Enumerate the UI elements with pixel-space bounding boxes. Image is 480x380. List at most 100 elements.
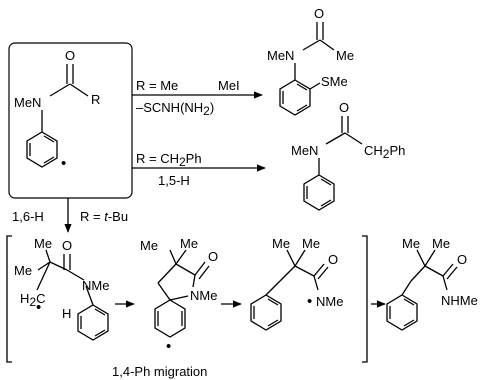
final-me-b-label: Me xyxy=(432,236,450,251)
condition-thiourea: –SCNH(NH2) xyxy=(136,100,214,118)
int3-me-a-label: Me xyxy=(272,236,290,251)
int1-quaternary-me-left-bond xyxy=(37,261,51,271)
benzyl-carbonyl-ch2-bond xyxy=(344,132,363,145)
sme-men-label: MeN xyxy=(267,48,294,63)
benzyl-ch2ph-label: CH2Ph xyxy=(364,143,405,161)
int2-c3-carbonyl-bond xyxy=(175,263,196,276)
int3-me-b-label: Me xyxy=(302,236,320,251)
final-benzene-ring xyxy=(386,294,418,331)
benzyl-benzene-inner-bonds xyxy=(306,178,332,207)
final-me-a-label: Me xyxy=(402,236,420,251)
sme-carbonyl-me-bond xyxy=(319,39,335,51)
benzyl-benzene-ring xyxy=(303,174,335,211)
int1-benzene-ring xyxy=(77,304,109,341)
start-radical-dot: • xyxy=(61,155,66,172)
condition-r-tbu: R = t-Bu xyxy=(80,209,128,224)
int2-c3-me-a-bond xyxy=(169,249,177,265)
sme-o-label: O xyxy=(314,6,324,21)
sme-carbonyl-double-bond xyxy=(316,22,324,40)
int3-carbonyl-n-bond xyxy=(313,275,319,291)
int2-me-a-label: Me xyxy=(140,238,158,253)
int3-quaternary-carbonyl-bond xyxy=(294,265,315,277)
int1-o-label: O xyxy=(62,238,72,253)
final-benzene-inner-bonds xyxy=(389,298,415,327)
final-quaternary-me-b-bond xyxy=(424,249,436,267)
final-quaternary-me-a-bond xyxy=(416,249,426,267)
intermediate-spiro-radical: Me Me O NMe • xyxy=(140,236,218,355)
right-bracket xyxy=(362,235,368,363)
start-o-label: O xyxy=(65,48,75,63)
int2-nme-label: NMe xyxy=(190,288,217,303)
int2-ch2-spiro-bond xyxy=(157,282,171,301)
int1-benzene-inner-bonds xyxy=(80,308,106,337)
int3-radical-dot: • xyxy=(307,293,312,310)
int2-radical-dot: • xyxy=(166,338,171,355)
int2-cyclohexadienyl-ring xyxy=(154,299,186,338)
benzyl-o-label: O xyxy=(339,100,349,115)
condition-r-me: R = Me xyxy=(136,78,178,93)
int2-c3-ch2-bond xyxy=(157,263,177,284)
sme-me-label: Me xyxy=(336,48,354,63)
condition-mei: MeI xyxy=(218,78,240,93)
int3-o-label: O xyxy=(328,252,338,267)
int1-h2c-label: H2C xyxy=(20,291,45,309)
condition-16-shift: 1,6-H xyxy=(12,209,44,224)
starting-radical: MeN O R • xyxy=(8,42,133,199)
condition-r-benzyl: R = CH2Ph xyxy=(136,151,202,169)
final-product: Me Me O NHMe xyxy=(386,236,478,331)
condition-15-shift: 1,5-H xyxy=(158,173,190,188)
int3-carbonyl-double-bond xyxy=(313,263,329,280)
int1-nme-label: NMe xyxy=(82,278,109,293)
sme-n-carbonyl-bond xyxy=(302,39,321,51)
int1-radical-dot: • xyxy=(36,299,41,316)
int3-nme-label: NMe xyxy=(316,294,343,309)
final-nhme-label: NHMe xyxy=(441,293,478,308)
int1-me-top-label: Me xyxy=(34,236,52,251)
benzyl-men-label: MeN xyxy=(291,143,318,158)
int2-c3-me-b-bond xyxy=(175,249,187,265)
sme-sme-label: SMe xyxy=(321,74,348,89)
caption-ph-migration: 1,4-Ph migration xyxy=(112,364,207,379)
final-quaternary-ch2-bond xyxy=(410,265,426,282)
int1-carbonyl-n-bond xyxy=(66,269,85,281)
int2-spiro-n-bond xyxy=(169,295,189,301)
start-carbonyl-double-bond xyxy=(66,64,74,84)
int1-n-aryl-bond xyxy=(85,285,94,306)
int1-carbonyl-double-bond xyxy=(63,254,71,270)
start-r-label: R xyxy=(91,92,100,107)
intermediate-amidyl-radical: Me Me O • NMe xyxy=(250,236,343,331)
start-benzene-inner-bonds xyxy=(29,135,55,164)
int1-quaternary-me-top-bond xyxy=(45,249,51,263)
int2-carbonyl-double-bond xyxy=(194,261,210,280)
intermediate-alkyl-radical: Me Me O NMe H2C • H xyxy=(14,236,109,341)
start-carbonyl-r-bond xyxy=(69,83,89,97)
benzyl-carbonyl-double-bond xyxy=(341,116,349,133)
sme-benzene-ring xyxy=(279,79,311,116)
final-ch2-aryl-bond xyxy=(401,280,412,296)
start-benzene-ring xyxy=(26,131,58,168)
left-bracket xyxy=(6,235,12,363)
sme-benzene-inner-bonds xyxy=(282,83,308,112)
final-carbonyl-n-bond xyxy=(442,275,448,291)
product-sme: O MeN Me SMe xyxy=(267,6,354,116)
int2-o-label: O xyxy=(208,249,218,264)
sme-s-bond xyxy=(309,82,321,90)
int2-carbonyl-n-bond xyxy=(192,274,196,288)
int1-h-label: H xyxy=(62,306,71,321)
int2-me-b-label: Me xyxy=(180,236,198,251)
int3-benzene-ring xyxy=(250,294,282,331)
start-box xyxy=(8,42,133,199)
benzyl-n-carbonyl-bond xyxy=(325,132,346,145)
final-carbonyl-double-bond xyxy=(442,263,458,280)
product-benzyl: O MeN CH2Ph xyxy=(291,100,405,211)
start-n-label: MeN xyxy=(14,95,41,110)
final-quaternary-carbonyl-bond xyxy=(424,265,444,277)
start-n-carbonyl-bond xyxy=(49,83,71,97)
int3-quaternary-me-b-bond xyxy=(294,249,306,267)
int3-quaternary-me-a-bond xyxy=(286,249,296,267)
int3-ch2-aryl-bond xyxy=(265,280,281,296)
int1-quaternary-ch2-bond xyxy=(36,261,51,291)
int1-me-left-label: Me xyxy=(14,263,32,278)
int2-ring-double-bonds xyxy=(157,311,183,326)
